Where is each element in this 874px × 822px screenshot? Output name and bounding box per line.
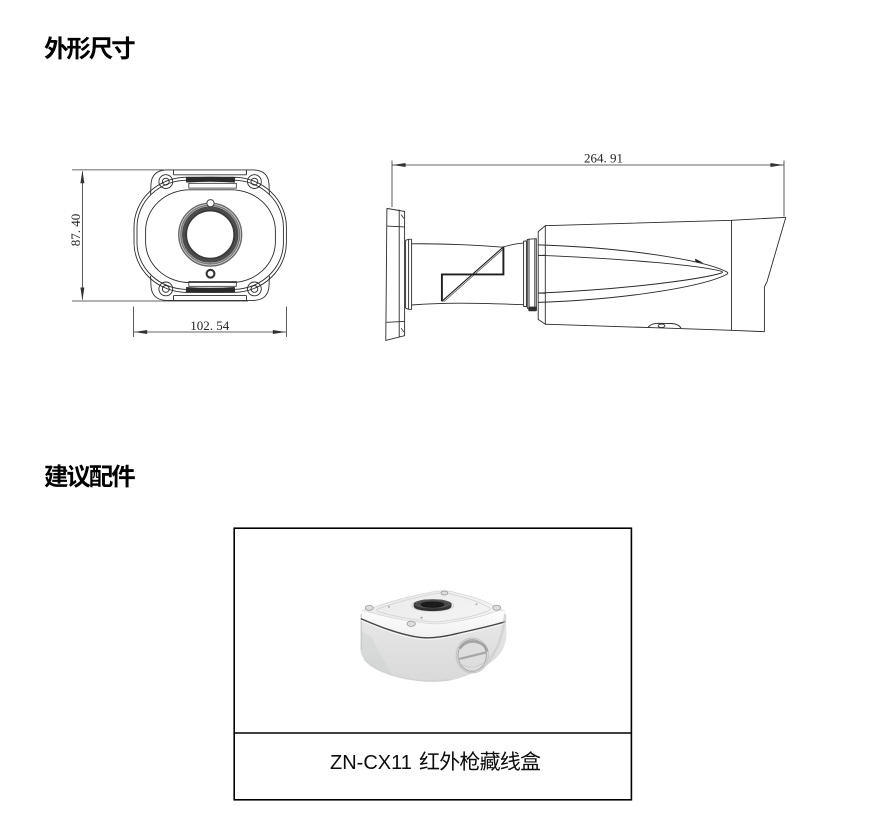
svg-text:264. 91: 264. 91 <box>584 151 623 166</box>
svg-text:102. 54: 102. 54 <box>190 318 230 333</box>
svg-text:87. 40: 87. 40 <box>68 214 83 247</box>
svg-text:ZN-CX11: ZN-CX11 <box>330 752 412 774</box>
